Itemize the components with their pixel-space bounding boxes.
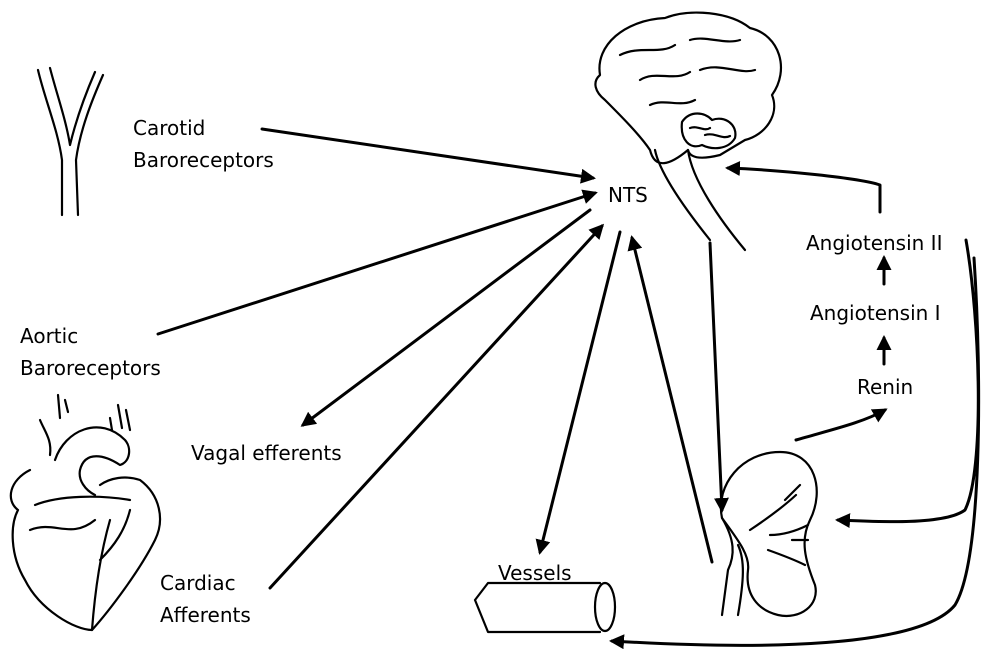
heart-icon xyxy=(11,395,160,630)
brain-icon xyxy=(595,13,781,250)
aortic-to-nts-arrow xyxy=(158,193,595,334)
aortic-label-line1: Aortic xyxy=(20,324,78,348)
aortic-label-line2: Baroreceptors xyxy=(20,356,161,380)
carotid-label-line2: Baroreceptors xyxy=(133,148,274,172)
kidney-to-nts-arrow xyxy=(632,238,712,562)
cardiac-label: Cardiac Afferents xyxy=(160,571,251,627)
kidney-to-renin-arrow xyxy=(796,410,885,440)
angiotensin-2-label: Angiotensin II xyxy=(806,231,942,255)
vagal-efferents-label: Vagal efferents xyxy=(191,441,342,465)
renin-label: Renin xyxy=(857,375,913,399)
carotid-to-nts-arrow xyxy=(262,129,593,178)
ang2-to-brain-arrow xyxy=(728,168,880,212)
vessel-icon xyxy=(475,583,615,632)
aortic-label: Aortic Baroreceptors xyxy=(20,324,161,380)
carotid-artery-icon xyxy=(38,68,103,215)
carotid-label-line1: Carotid xyxy=(133,116,205,140)
kidney-icon xyxy=(721,452,817,616)
nts-label: NTS xyxy=(608,183,648,207)
angiotensin-1-label: Angiotensin I xyxy=(810,301,941,325)
cardiac-label-line1: Cardiac xyxy=(160,571,236,595)
brain-to-kidney-arrow xyxy=(710,243,722,510)
carotid-label: Carotid Baroreceptors xyxy=(133,116,274,172)
cardiac-label-line2: Afferents xyxy=(160,603,251,627)
vessels-label: Vessels xyxy=(498,561,572,585)
